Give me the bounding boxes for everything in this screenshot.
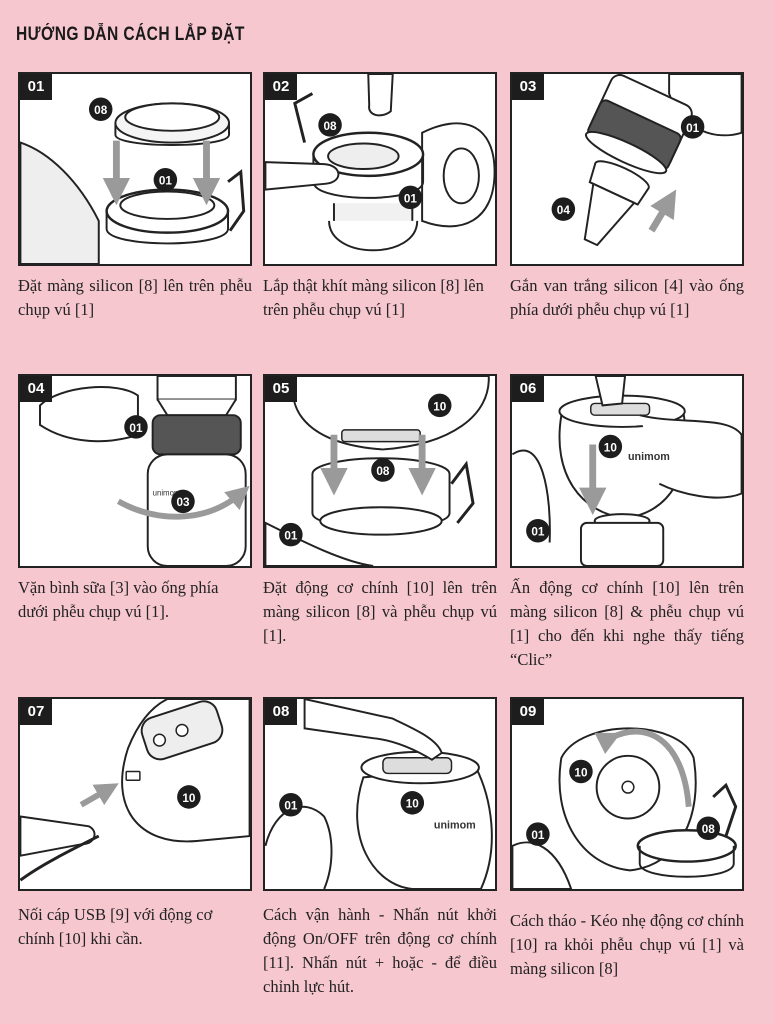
label-01: 01 [284, 530, 298, 543]
step-01-caption: Đặt màng silicon [8] lên trên phễu chụp … [18, 276, 252, 319]
label-10: 10 [433, 400, 447, 413]
motor-brand: unimom [628, 451, 670, 463]
part-labels: 01 03 [124, 415, 195, 514]
step-06-caption: Ấn động cơ chính [10] lên trên màng sili… [510, 578, 744, 669]
step-03-caption: Gắn van trắng silicon [4] vào ống phía d… [510, 276, 744, 319]
label-01: 01 [531, 526, 545, 539]
step-05-illustration: 05 10 08 01 [263, 374, 497, 568]
step-09-illustration: 09 10 01 08 [510, 697, 744, 891]
page-title: HƯỚNG DẪN CÁCH LẮP ĐẶT [16, 24, 245, 45]
step-number: 06 [512, 376, 544, 402]
label-08: 08 [376, 465, 390, 478]
step-06-illustration: 06 unimom 10 01 [510, 374, 744, 568]
membrane-on-funnel-drawing [20, 102, 246, 264]
part-labels: 08 01 [88, 97, 178, 192]
motor-press-drawing: unimom [512, 376, 742, 566]
label-10: 10 [574, 766, 588, 779]
step-07-caption: Nối cáp USB [9] với động cơ chính [10] k… [18, 905, 213, 948]
label-01: 01 [404, 192, 418, 205]
label-08: 08 [324, 120, 338, 133]
step-number: 07 [20, 699, 52, 725]
part-labels: 01 10 [279, 791, 425, 817]
motor-brand: unimom [434, 819, 476, 831]
label-01: 01 [686, 122, 700, 135]
step-number: 04 [20, 376, 52, 402]
part-labels: 08 01 [318, 113, 423, 210]
step-09-caption: Cách tháo - Kéo nhẹ động cơ chính [10] r… [510, 911, 744, 978]
step-07-illustration: 07 10 [18, 697, 252, 891]
step-04-illustration: 04 unimom 01 03 [18, 374, 252, 568]
step-08-illustration: 08 unimom 01 10 [263, 697, 497, 891]
label-04: 04 [557, 204, 571, 217]
label-10: 10 [182, 792, 196, 805]
step-05-caption: Đặt động cơ chính [10] lên trên màng sil… [263, 578, 497, 645]
step-number: 03 [512, 74, 544, 100]
step-01-illustration: 01 08 01 [18, 72, 252, 266]
step-02-caption: Lắp thật khít màng silicon [8] lên trên … [263, 276, 484, 319]
step-02-illustration: 02 08 01 [263, 72, 497, 266]
label-03: 03 [176, 496, 190, 509]
step-08-caption: Cách vận hành - Nhấn nút khởi động On/OF… [263, 905, 497, 996]
operate-drawing: unimom [265, 699, 493, 889]
label-08: 08 [94, 104, 108, 117]
usb-connect-drawing [20, 699, 250, 882]
step-number: 01 [20, 74, 52, 100]
label-01: 01 [159, 175, 173, 188]
bottle-screw-drawing: unimom [39, 376, 250, 566]
detach-drawing [512, 727, 738, 889]
bottle-brand: unimom [153, 488, 181, 497]
label-10: 10 [406, 798, 420, 811]
step-number: 05 [265, 376, 297, 402]
part-labels: 10 08 01 [279, 393, 452, 547]
step-03-illustration: 03 01 04 [510, 72, 744, 266]
label-10: 10 [604, 441, 618, 454]
label-01: 01 [284, 800, 298, 813]
step-number: 02 [265, 74, 297, 100]
membrane-press-drawing [265, 74, 495, 252]
label-01: 01 [129, 422, 143, 435]
step-number: 09 [512, 699, 544, 725]
step-number: 08 [265, 699, 297, 725]
step-04-caption: Vặn bình sữa [3] vào ống phía dưới phễu … [18, 578, 219, 621]
label-01: 01 [531, 829, 545, 842]
part-labels: 01 04 [551, 115, 705, 221]
part-labels: 10 01 [526, 434, 623, 543]
part-labels: 10 [177, 785, 201, 809]
part-labels: 10 01 08 [526, 759, 721, 846]
label-08: 08 [702, 823, 716, 836]
